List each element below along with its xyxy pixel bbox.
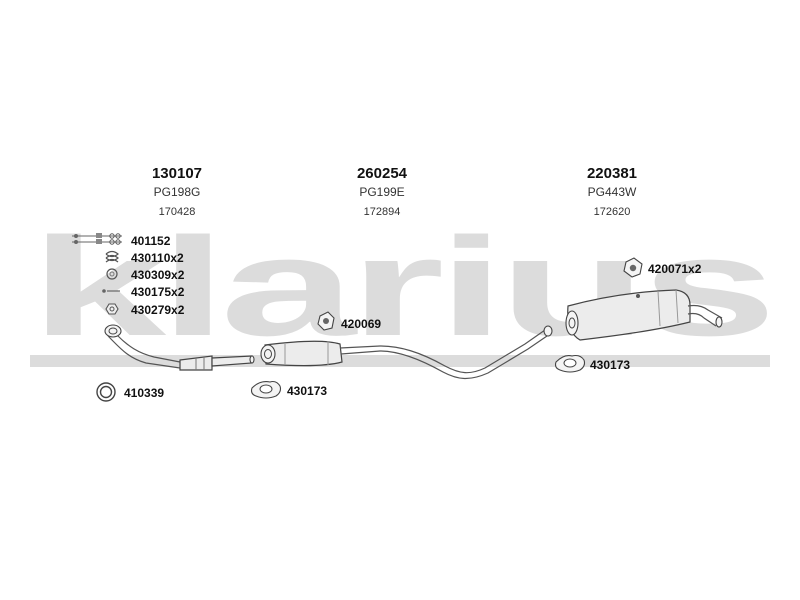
part-label[interactable]: 420071x2 (648, 262, 702, 276)
part-label[interactable]: 430173 (590, 358, 630, 372)
watermark-text: klarius (30, 208, 770, 365)
rear-silencer (565, 289, 723, 341)
section-code: PG199E (359, 185, 404, 199)
section-rear: 220381 PG443W 172620 (587, 165, 637, 218)
part-label[interactable]: 430175x2 (131, 285, 185, 299)
gasket-icon (554, 354, 586, 373)
section-ref: 172894 (364, 206, 401, 218)
bolt-set-icon (72, 233, 122, 245)
gasket-icon (250, 380, 282, 399)
screw-icon (102, 289, 120, 293)
middle-pipe (339, 325, 553, 380)
middle-silencer (260, 340, 343, 367)
section-code: PG443W (588, 185, 637, 199)
part-label[interactable]: 420069 (341, 317, 381, 331)
front-pipe (104, 324, 255, 371)
part-label[interactable]: 430110x2 (131, 251, 184, 265)
section-number[interactable]: 260254 (357, 165, 408, 182)
rubber-mount-icon (317, 311, 335, 331)
section-middle: 260254 PG199E 172894 (357, 165, 408, 218)
sealing-ring-icon (96, 382, 116, 402)
spring-icon (105, 250, 119, 263)
section-number[interactable]: 130107 (152, 165, 202, 182)
part-label[interactable]: 401152 (131, 234, 171, 248)
clamp-ring-icon (106, 268, 118, 280)
section-ref: 170428 (159, 206, 196, 218)
rubber-mount-icon (623, 257, 643, 278)
nut-icon (105, 303, 119, 315)
part-label[interactable]: 430173 (287, 384, 327, 398)
part-label[interactable]: 430309x2 (131, 268, 185, 282)
part-label[interactable]: 430279x2 (131, 303, 185, 317)
section-code: PG198G (154, 185, 201, 199)
section-front: 130107 PG198G 170428 (152, 165, 202, 218)
section-ref: 172620 (594, 206, 631, 218)
part-label[interactable]: 410339 (124, 386, 164, 400)
section-number[interactable]: 220381 (587, 165, 637, 182)
